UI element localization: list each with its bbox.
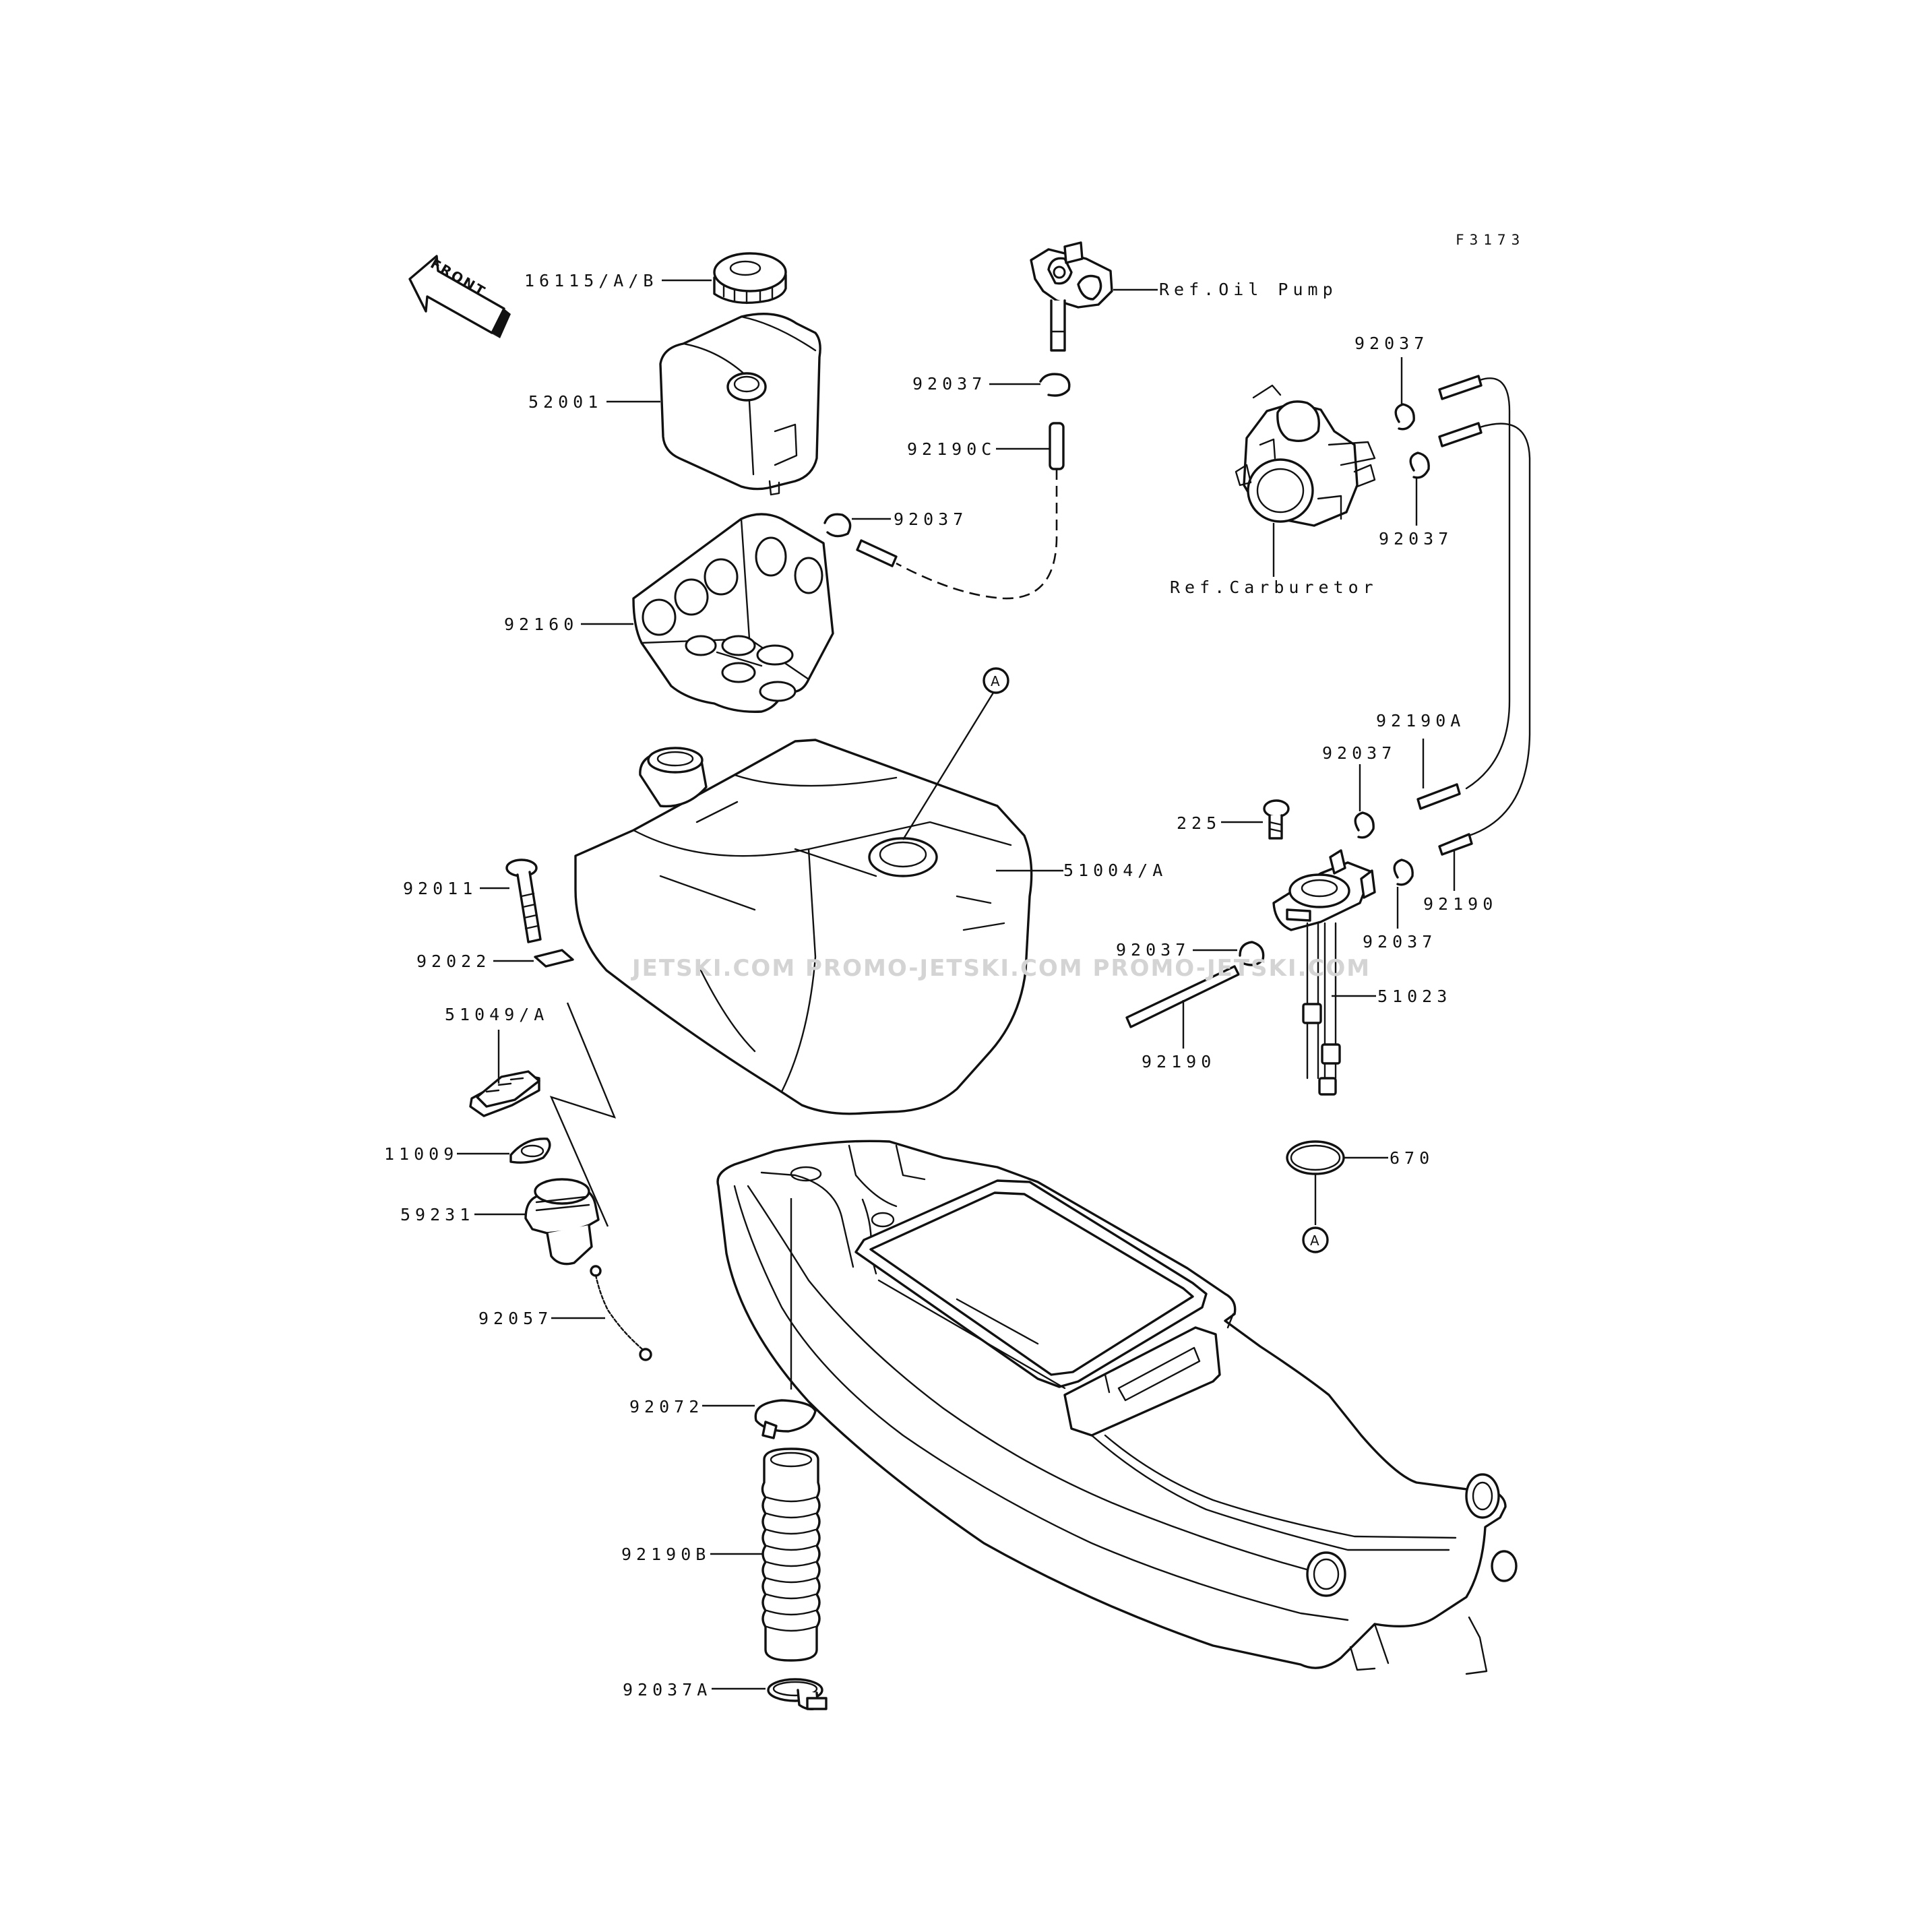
- fuel-tap: [1272, 849, 1376, 1096]
- hose-92190-long: [1416, 375, 1531, 856]
- label-92037-carb-lower: 92037: [1379, 529, 1453, 549]
- clip-92037-pump: [1039, 373, 1071, 397]
- carburetor: [1235, 384, 1376, 527]
- label-92037-tap-right: 92037: [1363, 932, 1437, 952]
- fuel-tank: [574, 739, 1033, 1115]
- label-92190-right: 92190: [1423, 894, 1497, 914]
- label-92072: 92072: [629, 1397, 704, 1416]
- filler-cap-51049: [469, 1070, 540, 1117]
- oil-pump: [1030, 241, 1113, 352]
- ref-point-a-lower: A: [1302, 1226, 1329, 1253]
- clamp-92037A: [767, 1678, 828, 1710]
- figure-code: F3173: [1456, 232, 1525, 248]
- hose-92190C: [1049, 422, 1065, 470]
- label-59231: 59231: [400, 1205, 474, 1224]
- hull: [716, 1140, 1518, 1675]
- clip-92037-tap-mid: [1239, 941, 1265, 966]
- clip-92037-upper: [823, 513, 852, 538]
- label-51049: 51049/A: [445, 1005, 549, 1024]
- clip-92037-tap-right: [1393, 859, 1414, 886]
- washer-92022: [534, 949, 574, 968]
- label-carburetor: Ref.Carburetor: [1170, 578, 1378, 597]
- label-92037-upper: 92037: [894, 509, 968, 529]
- label-92037-carb-upper: 92037: [1354, 334, 1429, 353]
- label-92037A: 92037A: [623, 1680, 712, 1700]
- cord-92057: [590, 1265, 652, 1361]
- label-92022: 92022: [416, 952, 491, 971]
- label-16115: 16115/A/B: [524, 271, 658, 290]
- ref-point-a-upper: A: [983, 667, 1009, 694]
- label-oil-pump: Ref.Oil Pump: [1159, 280, 1338, 299]
- label-51004: 51004/A: [1063, 861, 1167, 880]
- label-92037-tap-mid: 92037: [1116, 940, 1190, 960]
- hose-short: [856, 539, 898, 567]
- clip-92037-carb-lower: [1409, 451, 1430, 479]
- band-92072: [754, 1399, 817, 1439]
- label-52001: 52001: [528, 392, 602, 412]
- label-670: 670: [1390, 1148, 1434, 1168]
- label-225: 225: [1177, 813, 1221, 833]
- label-92160: 92160: [504, 615, 578, 634]
- label-92037-pump: 92037: [912, 374, 987, 394]
- oil-reservoir: [659, 313, 821, 496]
- breather-hose-92190: [1125, 965, 1240, 1028]
- tank-cover: [632, 513, 834, 713]
- svg-text:A: A: [1310, 1233, 1319, 1249]
- filler-neck-59231: [524, 1178, 600, 1266]
- filler-hose-92190B: [761, 1447, 821, 1662]
- label-51023: 51023: [1377, 987, 1452, 1006]
- label-11009: 11009: [384, 1144, 458, 1164]
- clip-92037-tap-left: [1354, 811, 1375, 839]
- front-arrow-icon: FRONT: [408, 255, 511, 338]
- label-92057: 92057: [478, 1309, 553, 1328]
- clip-92037-carb-upper: [1394, 403, 1415, 431]
- svg-text:A: A: [991, 673, 1000, 689]
- label-92190B: 92190B: [621, 1545, 710, 1564]
- reservoir-cap: [713, 252, 787, 305]
- label-92190-breather: 92190: [1142, 1052, 1216, 1071]
- label-92190C: 92190C: [907, 439, 996, 459]
- label-92011: 92011: [403, 879, 477, 898]
- bolt-92011: [505, 859, 542, 943]
- label-92037-tap-left: 92037: [1322, 743, 1396, 763]
- watermark: JETSKI.COM PROMO-JETSKI.COM PROMO-JETSKI…: [631, 955, 1371, 982]
- gasket-11009: [509, 1138, 551, 1164]
- label-92190A: 92190A: [1376, 711, 1465, 730]
- screw-225: [1263, 799, 1290, 840]
